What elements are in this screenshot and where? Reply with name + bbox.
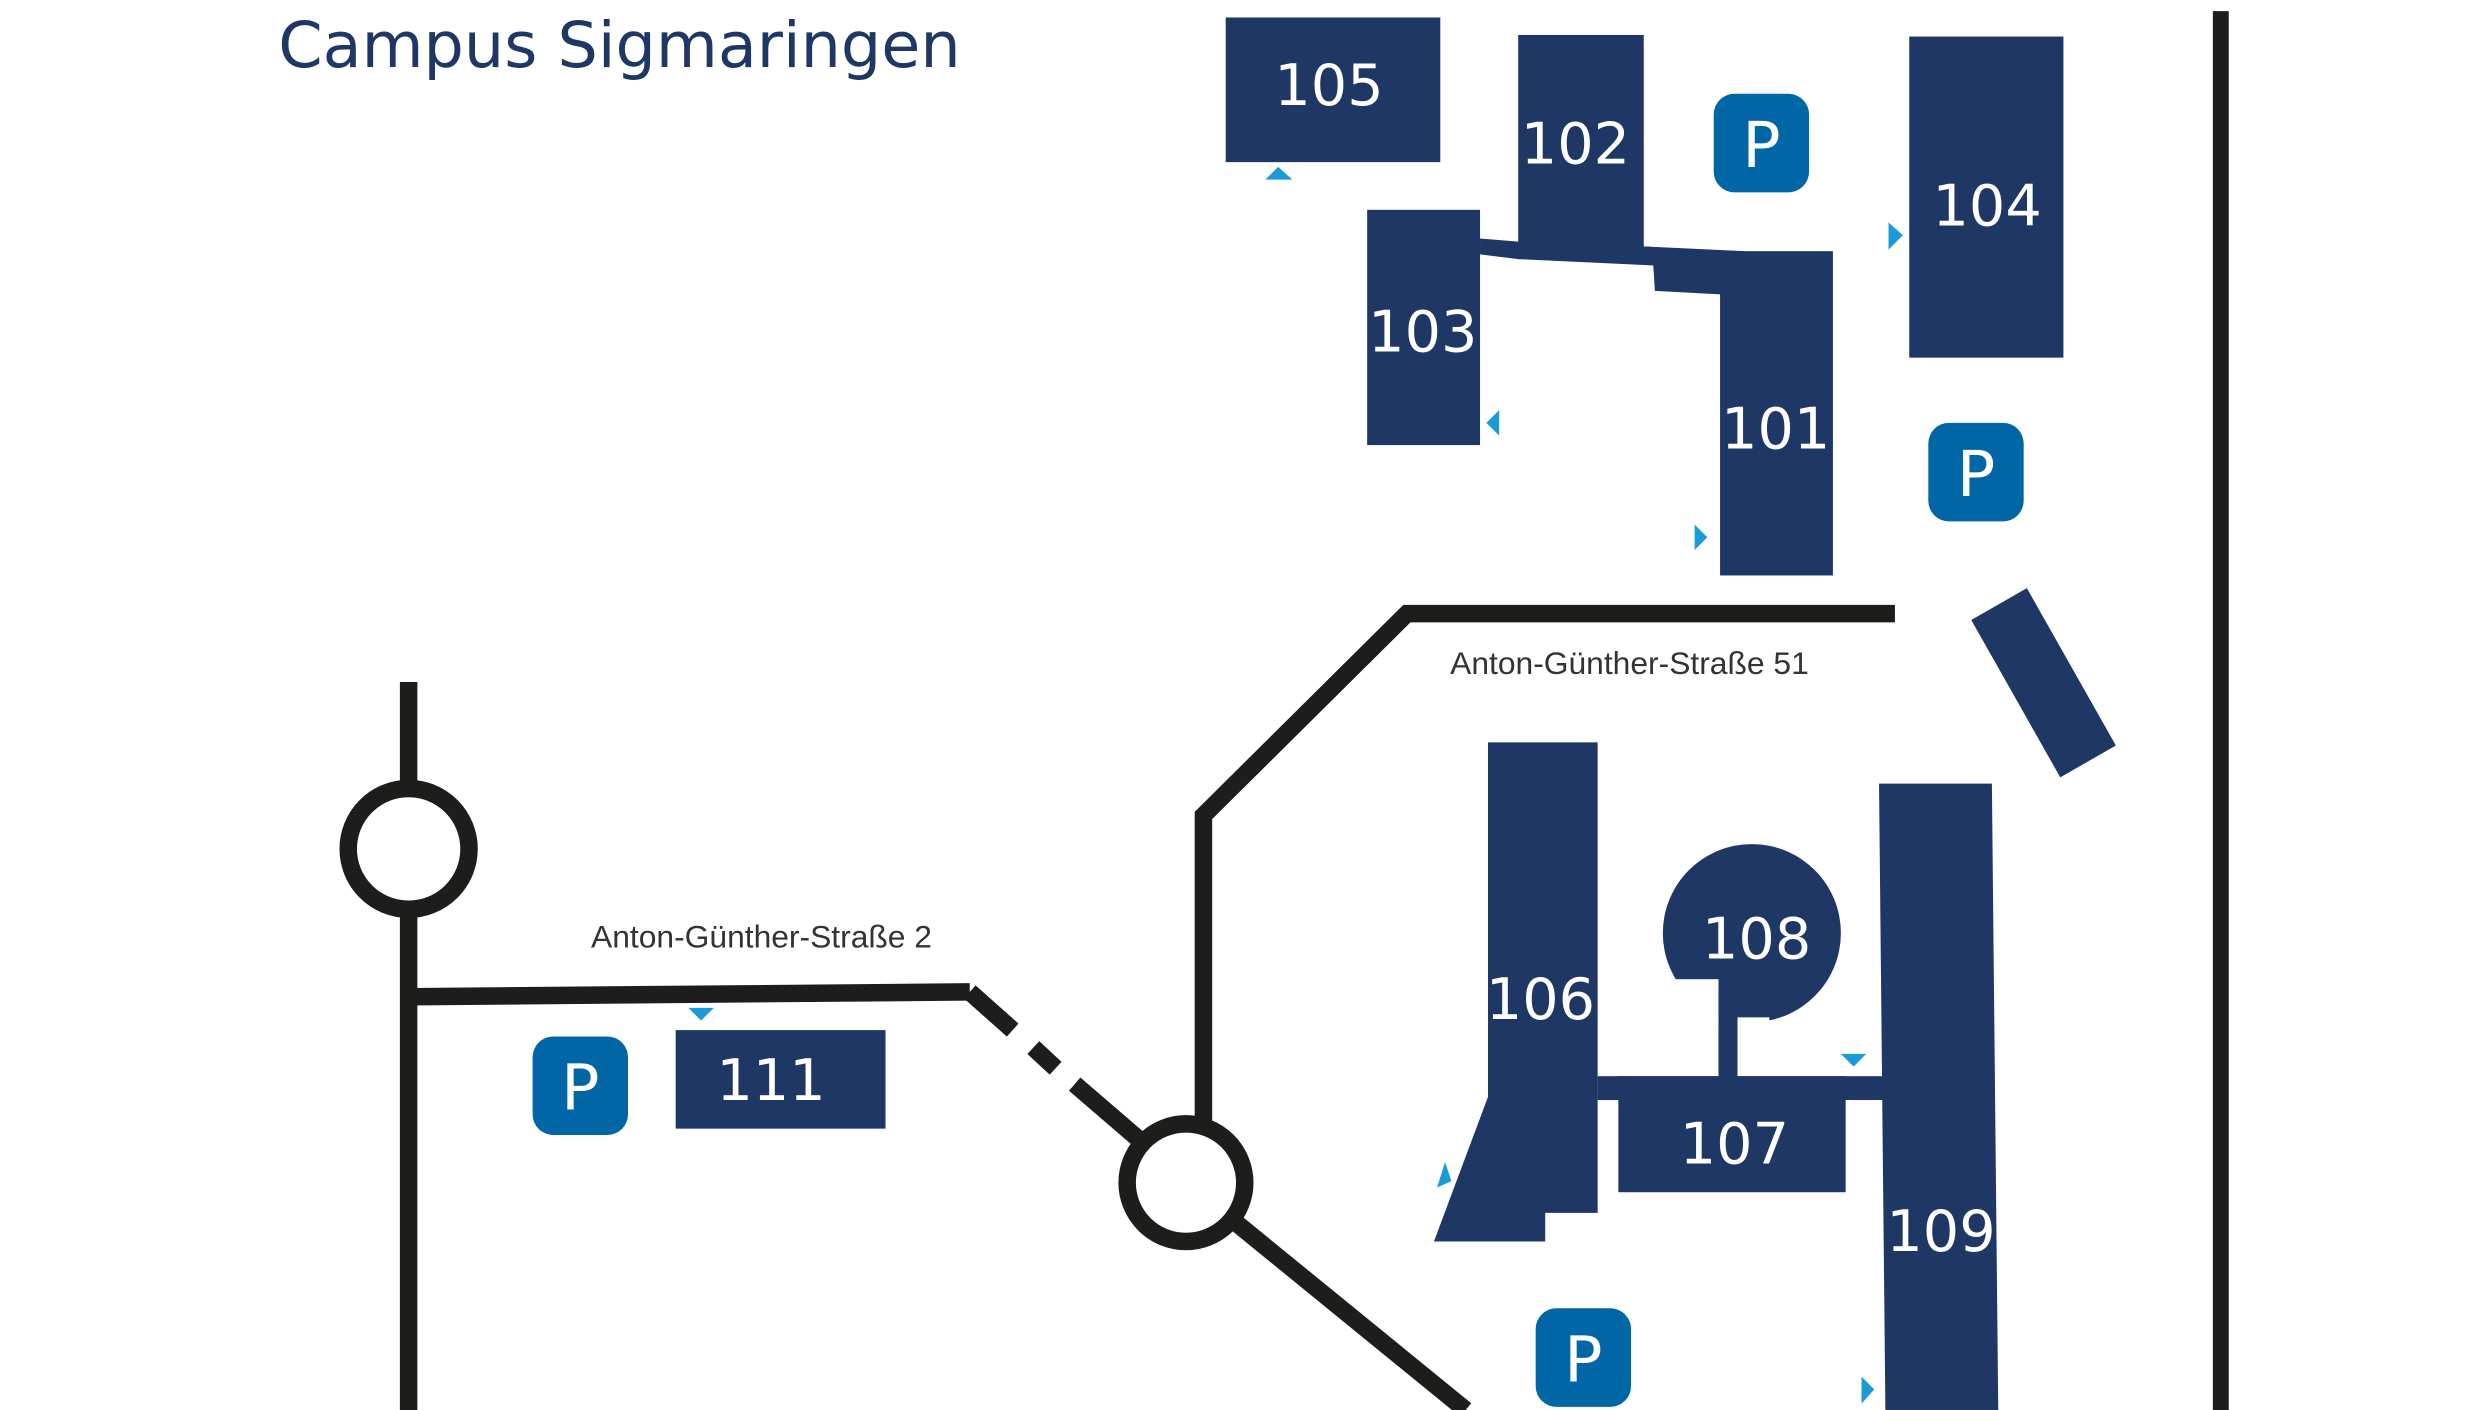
building-label: 111 [716, 1048, 825, 1114]
entrance-arrow-icon [1888, 222, 1903, 250]
parking-icon [1713, 93, 1810, 193]
building-111[interactable]: 111 [675, 1030, 886, 1129]
entrance-arrow-icon [1486, 410, 1500, 436]
entrance-arrow-icons [688, 166, 1903, 1404]
entrance-arrow-icon [1437, 1162, 1452, 1188]
entrance-arrow-icon [1265, 166, 1293, 180]
parking-2[interactable]: P [1928, 422, 2024, 522]
building-109[interactable]: 109 [1879, 783, 1999, 1410]
building-107[interactable]: 107 [1618, 1076, 1846, 1193]
entrance-arrow-icon [688, 1007, 714, 1021]
building-104[interactable]: 104 [1909, 36, 2064, 358]
building-label: 108 [1702, 907, 1811, 973]
building-label: 106 [1486, 967, 1595, 1033]
parking-label: P [1564, 1322, 1602, 1396]
building-106[interactable]: 106 [1433, 742, 1598, 1242]
map-title: Campus Sigmaringen [278, 8, 960, 82]
building-105[interactable]: 105 [1225, 17, 1441, 163]
parking-icon [1928, 422, 2024, 522]
building-label: 105 [1274, 53, 1383, 119]
parking-label: P [1742, 108, 1780, 182]
parking-3[interactable]: P [532, 1036, 628, 1135]
building-101[interactable]: 101 [1720, 251, 1833, 576]
entrance-arrow-icon [1840, 1053, 1867, 1067]
parking-icon [1535, 1308, 1632, 1407]
building-label: 104 [1933, 174, 2042, 240]
building-label: 107 [1680, 1112, 1789, 1178]
building-103[interactable]: 103 [1367, 209, 1481, 446]
building-label: 102 [1521, 112, 1630, 178]
connector-102-101 [1480, 238, 1744, 296]
building-102[interactable]: 102 [1518, 34, 1644, 260]
building-unlabeled[interactable] [1971, 588, 2116, 778]
parking-label: P [561, 1051, 599, 1125]
building-label: 109 [1886, 1199, 1995, 1265]
building-label: 101 [1721, 396, 1830, 462]
parking-4[interactable]: P [1535, 1308, 1632, 1407]
street-label-2: Anton-Günther-Straße 2 [591, 918, 932, 954]
parking-icon [532, 1036, 628, 1135]
parking-1[interactable]: P [1713, 93, 1810, 193]
street-label-51: Anton-Günther-Straße 51 [1450, 645, 1809, 681]
building-108[interactable]: 108 [1662, 844, 1841, 1085]
parking-label: P [1957, 437, 1995, 511]
building-label: 103 [1368, 299, 1477, 365]
entrance-arrow-icon [1861, 1376, 1875, 1404]
roads [339, 11, 2229, 1410]
entrance-arrow-icon [1694, 524, 1708, 551]
